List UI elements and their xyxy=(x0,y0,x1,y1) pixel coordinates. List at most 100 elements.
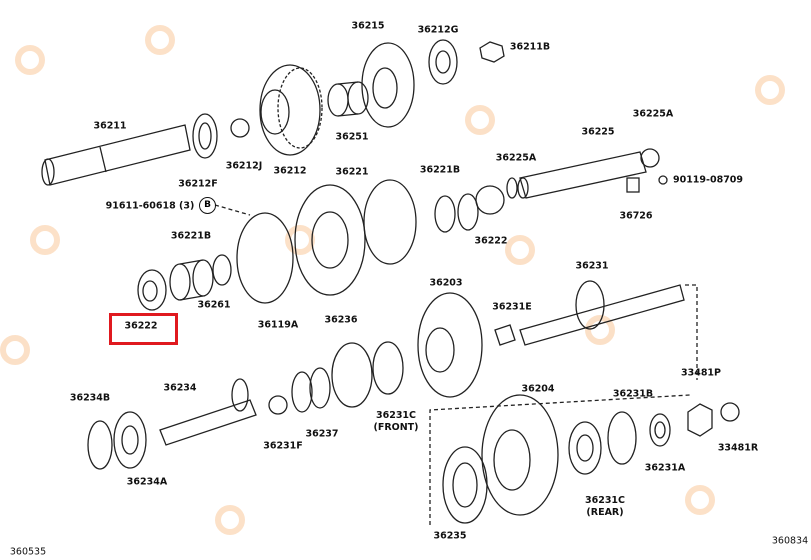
part-36225-shaft xyxy=(517,151,647,199)
callout-36225A-top[interactable]: 36225A xyxy=(633,109,673,119)
callout-36231C-rear[interactable]: 36231C(REAR) xyxy=(585,495,625,519)
part-number: 36231F xyxy=(263,440,303,452)
part-36211-shaft xyxy=(41,113,218,186)
part-36231-shaft xyxy=(519,280,685,346)
part-number: 36231B xyxy=(612,388,654,400)
part-number: 36225 xyxy=(581,126,615,138)
callout-36234[interactable]: 36234 xyxy=(163,383,196,393)
part-number: 36212J xyxy=(225,160,263,172)
callout-36231[interactable]: 36231 xyxy=(575,261,608,271)
callout-36234B[interactable]: 36234B xyxy=(70,393,110,403)
part-number: 36234B xyxy=(69,392,111,404)
part-36251-sleeve xyxy=(327,81,369,117)
part-number: 36234A xyxy=(126,476,168,488)
callout-36234A[interactable]: 36234A xyxy=(127,477,167,487)
part-36215-gear xyxy=(361,42,415,128)
callout-36222-boxed[interactable]: 36222 xyxy=(124,321,157,331)
callout-36231F[interactable]: 36231F xyxy=(263,441,303,451)
part-36211B-nut xyxy=(479,41,505,63)
callout-36212J[interactable]: 36212J xyxy=(226,161,263,171)
part-note: (FRONT) xyxy=(373,422,419,433)
part-number: 90119-08709 xyxy=(672,174,744,186)
part-36231F-ring xyxy=(268,395,288,415)
callout-36119A[interactable]: 36119A xyxy=(258,320,298,330)
part-33481P-nut xyxy=(687,403,713,437)
callout-90119-08709[interactable]: 90119-08709 xyxy=(673,175,743,185)
part-number: 36211 xyxy=(93,120,127,132)
part-36203-gear xyxy=(417,292,483,398)
callout-36222-right[interactable]: 36222 xyxy=(474,236,507,246)
part-number: 36221 xyxy=(335,166,369,178)
callout-33481P[interactable]: 33481P xyxy=(681,368,721,378)
callout-36231E[interactable]: 36231E xyxy=(492,302,532,312)
callout-36212G[interactable]: 36212G xyxy=(418,25,459,35)
part-number: 36236 xyxy=(324,314,358,326)
part-36222-washer-left xyxy=(137,269,167,311)
part-36231B-ring xyxy=(607,411,637,465)
part-number: 33481P xyxy=(680,367,722,379)
part-36235-hub xyxy=(442,446,488,524)
callout-36221[interactable]: 36221 xyxy=(335,167,368,177)
part-number: 36231 xyxy=(575,260,609,272)
part-36231A-collar xyxy=(649,413,671,447)
callout-36261[interactable]: 36261 xyxy=(197,300,230,310)
part-number: 36212F xyxy=(178,178,218,190)
callout-36204[interactable]: 36204 xyxy=(521,384,554,394)
part-36234-shaft xyxy=(159,378,257,446)
callout-36211[interactable]: 36211 xyxy=(93,121,126,131)
part-36221-gear xyxy=(294,179,417,296)
part-number: 36221B xyxy=(419,164,461,176)
callout-91611-60618[interactable]: 91611-60618 (3) xyxy=(106,201,195,211)
callout-36212[interactable]: 36212 xyxy=(273,166,306,176)
part-number: 36231C xyxy=(584,495,626,507)
part-90119-bolt xyxy=(658,175,668,185)
part-36225A-ring-top xyxy=(640,148,660,168)
callout-36231C-front[interactable]: 36231C(FRONT) xyxy=(374,410,419,434)
part-36119A-cover xyxy=(236,212,294,304)
part-number: 36204 xyxy=(521,383,555,395)
callout-36231B[interactable]: 36231B xyxy=(613,389,653,399)
ref-marker-b: B xyxy=(199,197,216,214)
callout-36221B-right[interactable]: 36221B xyxy=(420,165,460,175)
callout-36237[interactable]: 36237 xyxy=(305,429,338,439)
part-36221B-bearing-right xyxy=(434,193,479,233)
callout-36726[interactable]: 36726 xyxy=(619,211,652,221)
part-number: 36119A xyxy=(257,319,299,331)
part-number: 36234 xyxy=(163,382,197,394)
part-number: 36215 xyxy=(351,20,385,32)
part-36234B-ring xyxy=(87,420,113,470)
part-number: 36212 xyxy=(273,165,307,177)
part-36212J-ring xyxy=(230,118,250,138)
part-number: 36231E xyxy=(492,301,532,313)
callout-36221B-left[interactable]: 36221B xyxy=(171,231,211,241)
part-number: 36251 xyxy=(335,131,369,143)
part-number: 36235 xyxy=(433,530,467,542)
callout-36225A-mid[interactable]: 36225A xyxy=(496,153,536,163)
callout-36236[interactable]: 36236 xyxy=(324,315,357,325)
part-note: (REAR) xyxy=(586,507,624,518)
part-36234A-bearing xyxy=(113,411,147,469)
figure-id-right: 360834 xyxy=(771,535,809,547)
callout-36203[interactable]: 36203 xyxy=(429,278,462,288)
part-36231E-ball xyxy=(494,324,516,346)
part-number: 36261 xyxy=(197,299,231,311)
callout-33481R[interactable]: 33481R xyxy=(718,443,758,453)
callout-36251[interactable]: 36251 xyxy=(335,132,368,142)
part-number: 36726 xyxy=(619,210,653,222)
callout-36235[interactable]: 36235 xyxy=(433,531,466,541)
callout-36215[interactable]: 36215 xyxy=(351,21,384,31)
part-number: 36222 xyxy=(124,320,158,332)
part-36204-gear xyxy=(481,394,559,516)
part-number: 33481R xyxy=(717,442,759,454)
part-36212G-bearing xyxy=(428,39,458,85)
callout-36212F[interactable]: 36212F xyxy=(178,179,218,189)
callout-36231A[interactable]: 36231A xyxy=(645,463,685,473)
callout-36225[interactable]: 36225 xyxy=(581,127,614,137)
callout-36211B[interactable]: 36211B xyxy=(510,42,550,52)
part-number: 36231A xyxy=(644,462,686,474)
part-number: 36221B xyxy=(170,230,212,242)
part-36726-plate xyxy=(626,177,640,193)
part-number: 36212G xyxy=(417,24,459,36)
